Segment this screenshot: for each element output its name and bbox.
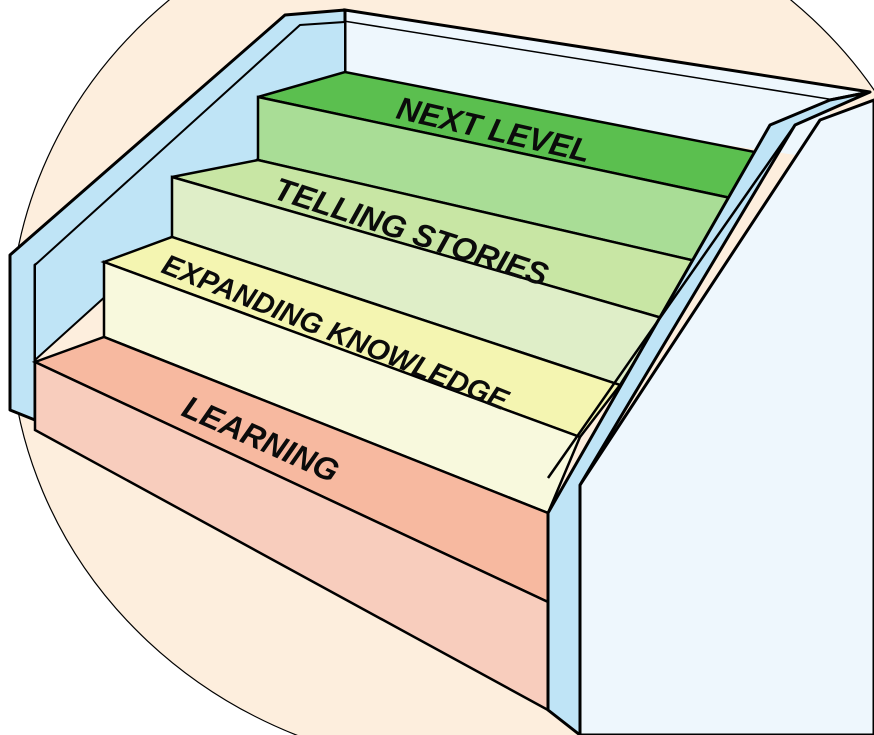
staircase-illustration: NEXT LEVEL TELLING STORIES EXPANDING KNO…	[0, 0, 874, 735]
staircase-diagram: NEXT LEVEL TELLING STORIES EXPANDING KNO…	[0, 0, 874, 735]
